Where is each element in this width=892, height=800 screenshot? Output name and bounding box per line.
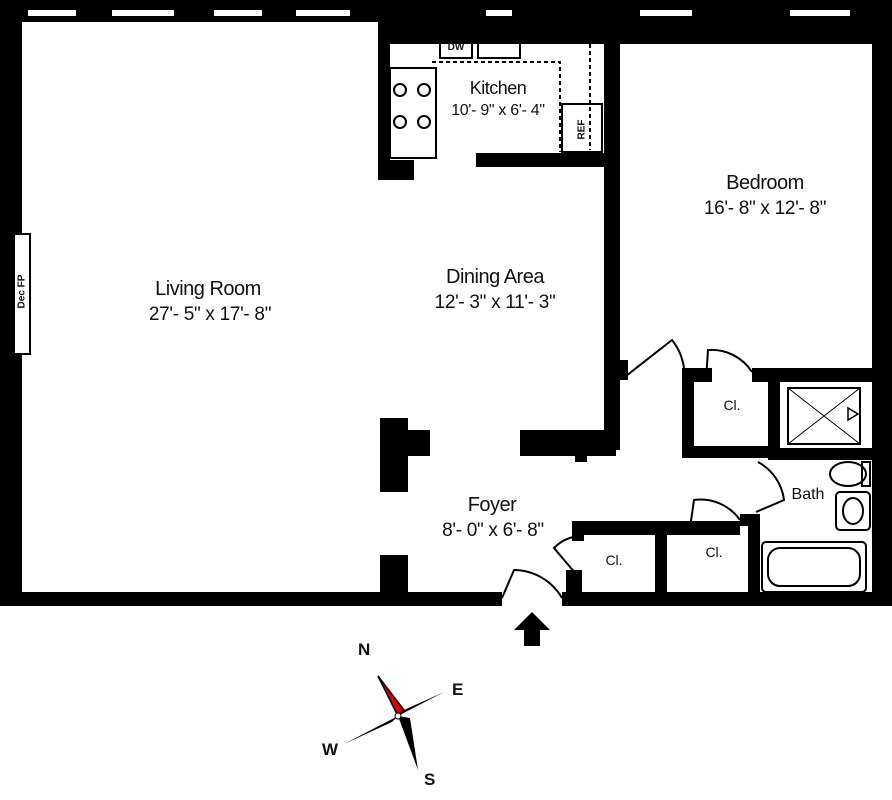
burner-icon	[393, 83, 407, 97]
window-7	[790, 10, 850, 16]
compass-north: N	[358, 640, 371, 659]
fireplace	[13, 233, 31, 355]
foyer-dimensions: 8'- 0" x 6'- 8"	[442, 520, 544, 541]
wall-right	[872, 0, 892, 606]
fireplace-label: Dec FP	[16, 274, 28, 309]
entry-arrow-icon	[514, 612, 550, 646]
compass-east: E	[452, 680, 464, 699]
bedroom-dimensions: 16'- 8" x 12'- 8"	[703, 198, 827, 219]
bedroom-door	[625, 338, 685, 377]
compass-west: W	[322, 740, 339, 759]
wall-foyer-closet-mid	[655, 521, 667, 606]
bedroom-closet-door	[705, 348, 753, 381]
bathtub-inner	[767, 547, 861, 587]
wall-bath-left	[748, 514, 760, 606]
wall-bottom-right	[562, 592, 892, 606]
window-3	[214, 10, 262, 16]
shower	[787, 387, 861, 445]
foyer-label: Foyer	[467, 494, 517, 516]
dishwasher-label: DW	[447, 42, 465, 53]
wall-top-left	[0, 0, 385, 22]
wall-bath-left-b	[740, 514, 758, 526]
compass-south: S	[424, 770, 436, 789]
wall-closet-bed-right	[768, 368, 780, 460]
bedroom-closet-label: Cl.	[723, 397, 741, 413]
kitchen-dimensions: 10'- 9" x 6'- 4"	[451, 102, 545, 119]
shower-drain	[787, 387, 861, 445]
counter-outline	[432, 61, 561, 152]
wall-bottom-living	[0, 592, 502, 606]
kitchen-fixtures	[389, 29, 603, 159]
doors	[501, 338, 786, 599]
refrigerator-label: REF	[576, 119, 588, 140]
pillar-bottom	[380, 555, 408, 606]
wall-top-right	[385, 0, 892, 44]
wall-kitchen-bottom-left	[378, 160, 414, 180]
window-4	[296, 10, 350, 16]
toilet	[829, 461, 867, 487]
stove	[389, 67, 437, 159]
compass-rose	[344, 675, 444, 770]
compass-needle-south	[398, 716, 418, 770]
foyer-right-closet-label: Cl.	[705, 544, 723, 560]
shower-stall	[787, 387, 861, 445]
wall-foyer-closet-left-b	[566, 570, 582, 606]
bath-fixtures	[761, 461, 871, 593]
wall-bedroom-left-lower	[604, 360, 628, 380]
compass-needle-west	[344, 716, 398, 744]
burner-icon	[417, 83, 431, 97]
dining-area-label: Dining Area	[446, 266, 544, 288]
kitchen-label: Kitchen	[469, 78, 527, 98]
bath-sink	[835, 491, 871, 531]
toilet-tank	[861, 461, 871, 487]
compass-center	[394, 712, 402, 720]
pillar-left-arm	[380, 430, 430, 456]
burner-icon	[393, 115, 407, 129]
wall-shower-bottom	[768, 448, 892, 460]
window-6	[640, 10, 692, 16]
entry-door	[501, 568, 563, 599]
shower-head-icon	[847, 406, 860, 422]
bath-door	[755, 461, 786, 513]
wall-kitchen-bottom	[476, 153, 616, 167]
window-2	[112, 10, 174, 16]
foyer-left-closet-label: Cl.	[605, 552, 623, 568]
living-room-dimensions: 27'- 5" x 17'- 8"	[148, 304, 272, 325]
walls	[0, 0, 892, 606]
burner-icon	[417, 115, 431, 129]
living-room-label: Living Room	[155, 278, 261, 300]
wall-bedroom-bottom-b	[752, 368, 892, 382]
pillar-right-post	[575, 430, 587, 462]
dining-area-dimensions: 12'- 3" x 11'- 3"	[434, 292, 556, 313]
refrigerator	[561, 103, 603, 153]
wall-foyer-closet-left	[572, 521, 584, 541]
window-5	[486, 10, 512, 16]
foyer-closet-right-door	[689, 498, 741, 529]
bedroom-label: Bedroom	[726, 172, 804, 194]
pillar-right	[520, 430, 616, 456]
sink	[477, 29, 521, 59]
wall-left	[0, 0, 22, 606]
wall-dining-right	[604, 22, 620, 450]
compass-needle-east	[398, 692, 444, 716]
foyer-closet-left-door	[552, 535, 581, 575]
bathtub	[761, 541, 867, 593]
wall-closet-bed-left	[682, 368, 694, 458]
wall-kitchen-left	[378, 22, 390, 180]
window-1	[28, 10, 76, 16]
dishwasher	[439, 35, 473, 59]
compass-needle-north	[377, 675, 405, 718]
bath-sink-basin	[842, 497, 864, 525]
wall-closet-bed-bottom	[682, 446, 780, 458]
bath-label: Bath	[791, 486, 825, 503]
